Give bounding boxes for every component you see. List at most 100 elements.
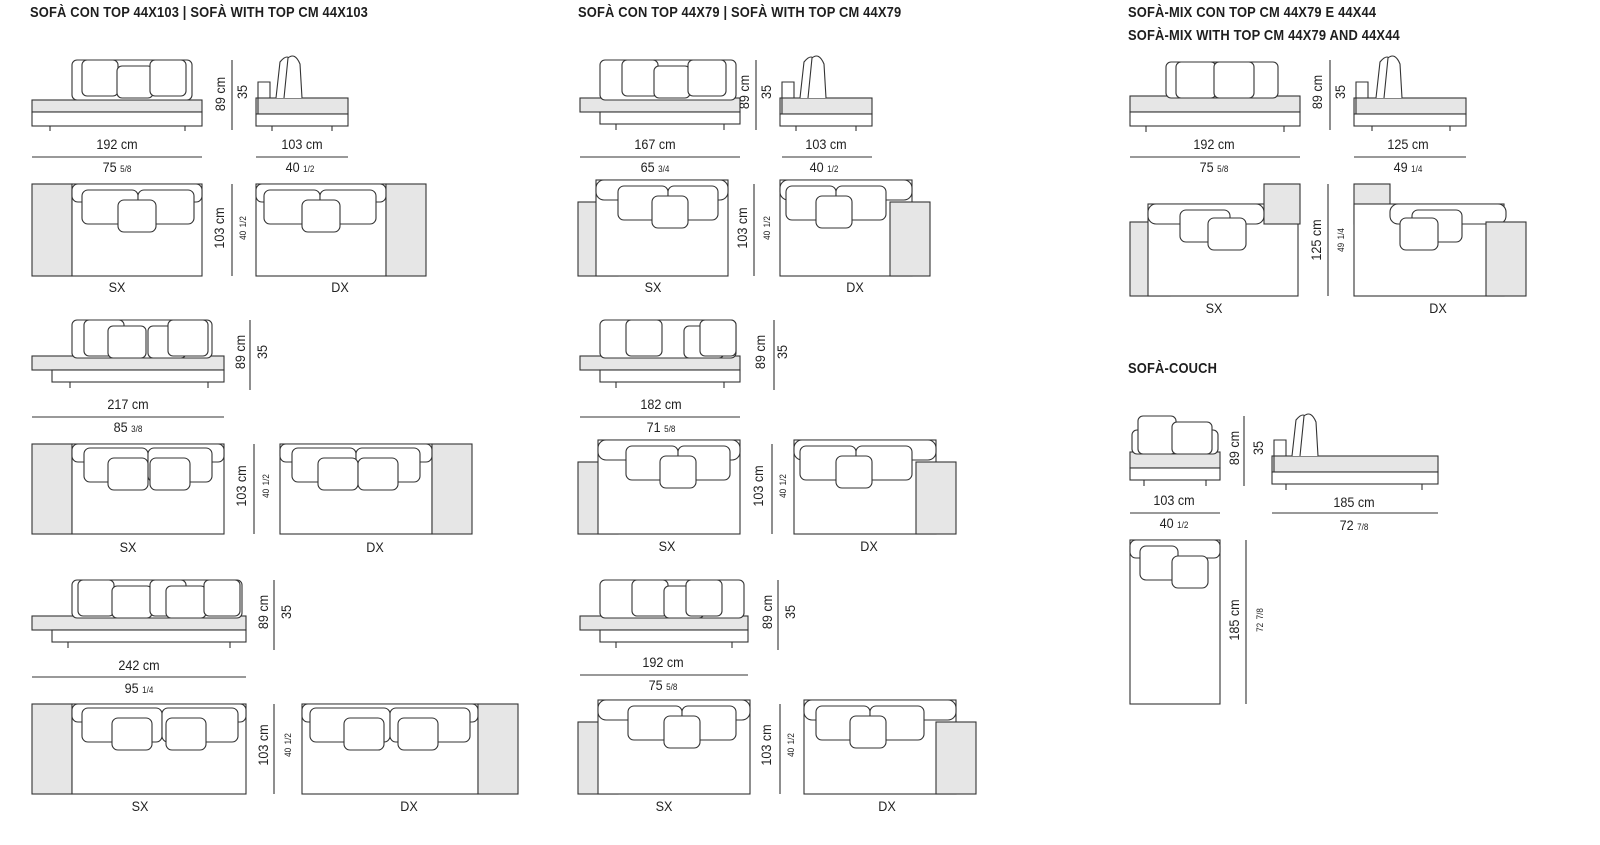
c1-r3-sx: SX [131,798,149,814]
c2-r3-plan-sx [577,699,751,795]
c2-r3-depth-in: 40 1/2 [786,733,796,757]
c1-r2-plan-sx [31,443,225,535]
c1-r1-width-in: 75 5/8 [102,159,132,175]
couch-height-cm: 89 cm [1226,430,1242,466]
c1-r1-sx: SX [108,279,126,295]
c3-plan-dx [1353,183,1527,297]
c2-r1-depth-in: 40 1/2 [762,216,772,240]
c2-r3-plan-dx [803,699,977,795]
couch-front [1129,415,1221,486]
c1-r1-height-cm: 89 cm [212,76,228,112]
c2-r1-width-in: 65 3/4 [640,159,670,175]
c2-r2-plan-dx [793,439,957,535]
c2-r1-plan-dx [779,179,931,277]
couch-side-cm: 185 cm [1333,494,1375,510]
c2-r3-dx: DX [878,798,896,814]
c2-r3-height-cm: 89 cm [759,594,775,630]
c2-r1-height-in: 35 [758,84,774,100]
c2-r3-sx: SX [655,798,673,814]
col3-header-line2: SOFÀ-MIX WITH TOP CM 44X79 AND 44X44 [1128,27,1400,44]
c2-r2-dx: DX [860,538,878,554]
c1-r2-depth-in: 40 1/2 [261,474,271,498]
couch-side-in: 72 7/8 [1339,517,1369,533]
c1-r2-front [31,319,225,388]
c2-r1-plan-sx [577,179,729,277]
c3-sx: SX [1205,300,1223,316]
c1-r3-depth-cm: 103 cm [255,724,271,766]
c1-r1-front [31,59,203,131]
c1-r1-dx: DX [331,279,349,295]
c2-r2-width-in: 71 5/8 [646,419,676,435]
c3-plan-sx [1129,183,1301,297]
c2-r2-depth-cm: 103 cm [750,465,766,507]
c2-r3-width-cm: 192 cm [642,654,684,670]
c3-height-cm: 89 cm [1309,74,1325,110]
c2-r2-width-cm: 182 cm [640,396,682,412]
c1-r1-height-in: 35 [234,84,250,100]
c3-side-in: 49 1/4 [1393,159,1423,175]
c2-r2-height-in: 35 [774,344,790,360]
c2-r2-front [579,319,741,388]
c3-dx: DX [1429,300,1447,316]
c2-r1-dx: DX [846,279,864,295]
couch-length-in: 72 7/8 [1255,608,1265,632]
c2-r1-sx: SX [644,279,662,295]
c2-r1-width-cm: 167 cm [634,136,676,152]
c2-r1-side-cm: 103 cm [805,136,847,152]
c1-r2-width-cm: 217 cm [107,396,149,412]
c3-side [1353,55,1467,131]
c1-r3-width-in: 95 1/4 [124,680,154,696]
c1-r1-width-cm: 192 cm [96,136,138,152]
couch-side [1271,413,1439,490]
c1-r3-width-cm: 242 cm [118,657,160,673]
c1-r1-side [255,55,349,131]
c2-r3-depth-cm: 103 cm [758,724,774,766]
c1-r1-plan-sx [31,183,203,277]
c2-r3-front [579,579,749,648]
c2-r1-side-in: 40 1/2 [809,159,839,175]
c3-depth-cm: 125 cm [1308,219,1324,261]
c1-r3-plan-dx [301,703,519,795]
c1-r2-width-in: 85 3/8 [113,419,143,435]
couch-width-in: 40 1/2 [1159,515,1189,531]
c1-r3-height-in: 35 [278,604,294,620]
c2-r1-height-cm: 89 cm [736,74,752,110]
c1-r1-side-cm: 103 cm [281,136,323,152]
couch-plan [1129,539,1221,705]
c2-r1-front [579,59,741,130]
c1-r2-depth-cm: 103 cm [233,465,249,507]
c1-r1-side-in: 40 1/2 [285,159,315,175]
c2-r2-height-cm: 89 cm [752,334,768,370]
c1-r2-dx: DX [366,539,384,555]
c1-r2-sx: SX [119,539,137,555]
c1-r1-depth-in: 40 1/2 [238,216,248,240]
c2-r3-height-in: 35 [782,604,798,620]
col3-header-line1: SOFÀ-MIX CON TOP CM 44X79 E 44X44 [1128,4,1377,21]
c1-r3-height-cm: 89 cm [255,594,271,630]
c1-r2-height-in: 35 [254,344,270,360]
c2-r2-sx: SX [658,538,676,554]
couch-length-cm: 185 cm [1226,599,1242,641]
c2-r3-width-in: 75 5/8 [648,677,678,693]
c1-r3-plan-sx [31,703,247,795]
c2-r2-plan-sx [577,439,741,535]
c3-width-in: 75 5/8 [1199,159,1229,175]
couch-width-cm: 103 cm [1153,492,1195,508]
c1-r3-front [31,579,247,648]
c1-r2-height-cm: 89 cm [232,334,248,370]
col2-header: SOFÀ CON TOP 44X79 | SOFÀ WITH TOP CM 44… [578,4,902,21]
c2-r1-depth-cm: 103 cm [734,207,750,249]
col1-header: SOFÀ CON TOP 44X103 | SOFÀ WITH TOP CM 4… [30,4,369,21]
c1-r3-dx: DX [400,798,418,814]
couch-height-in: 35 [1250,440,1266,456]
c1-r1-plan-dx [255,183,427,277]
c3-height-in: 35 [1332,84,1348,100]
c1-r2-plan-dx [279,443,473,535]
couch-header: SOFÀ-COUCH [1128,360,1218,377]
c2-r2-depth-in: 40 1/2 [778,474,788,498]
c1-r1-depth-cm: 103 cm [211,207,227,249]
c2-r1-side [779,55,873,131]
c3-width-cm: 192 cm [1193,136,1235,152]
c3-side-cm: 125 cm [1387,136,1429,152]
